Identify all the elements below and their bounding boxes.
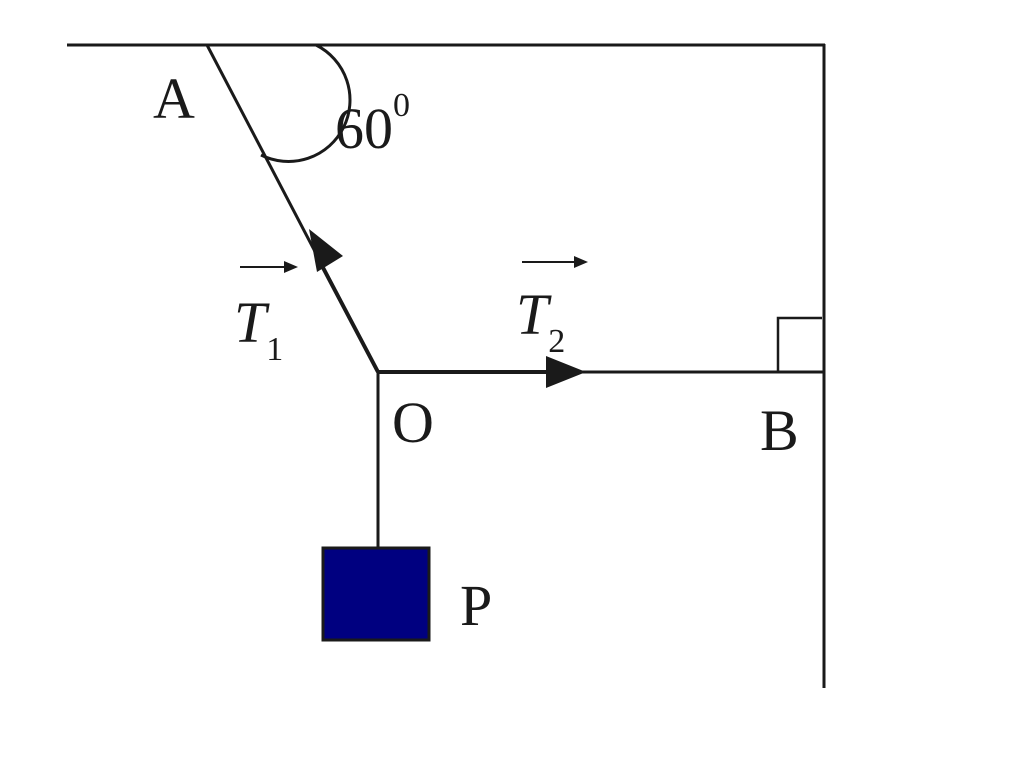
angle-arc [260,43,352,163]
tension-2-subscript: 2 [548,323,565,360]
tension-1-label: T1 [234,290,283,368]
angle-value: 60 [335,96,393,161]
point-b-label: B [760,398,799,463]
tension-1-arrowhead [309,229,343,272]
tension-2-arrowhead [546,356,586,388]
tension-1-subscript: 1 [266,331,283,368]
weight-label: P [460,573,492,638]
tension-1-symbol: T [234,290,270,355]
angle-label: 600 [335,87,410,161]
right-angle-marker [776,316,822,372]
tension-2-symbol: T [516,282,552,347]
angle-degree-mark: 0 [393,87,410,124]
tension-2-label: T2 [516,282,565,360]
weight-block [321,546,431,642]
point-o-label: O [392,390,434,455]
point-a-label: A [153,66,195,131]
tension-1-vector [318,261,380,373]
tension-2-overarrow-head [574,256,588,268]
tension-1-overarrow-head [284,261,298,273]
